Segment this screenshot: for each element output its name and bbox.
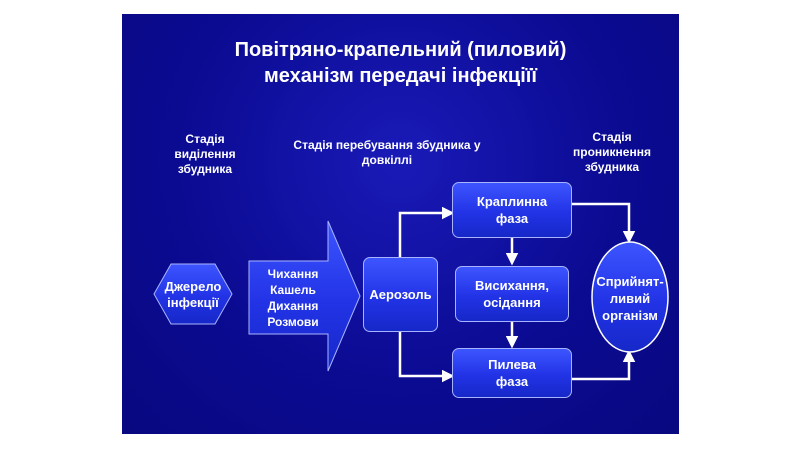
organism-ellipse	[591, 241, 669, 353]
stage-environment-line-1: Стадія перебування збудника у	[293, 138, 481, 152]
source-line-1: Джерело	[164, 279, 222, 294]
dust-phase-box: Пилева фаза	[452, 348, 572, 398]
drying-line-1: Висихання,	[475, 278, 549, 293]
drying-box: Висихання, осідання	[455, 266, 569, 322]
actions-list: Чихання Кашель Дихання Розмови	[257, 262, 329, 334]
stage-release-line-1: Стадія	[185, 132, 225, 146]
droplet-line-2: фаза	[495, 211, 529, 226]
organism-line-2: ливий	[609, 290, 651, 306]
stage-penetration: Стадія проникнення збудника	[557, 130, 667, 175]
organism-label: Сприйнят- ливий організм	[592, 266, 668, 330]
action-sneezing: Чихання	[267, 267, 319, 281]
connector-aerosol-to-dust	[398, 332, 455, 383]
stage-penetration-line-2: проникнення	[573, 145, 651, 159]
source-line-2: інфекції	[167, 295, 219, 310]
stage-release-line-3: збудника	[177, 162, 233, 176]
droplet-phase-box: Краплинна фаза	[452, 182, 572, 238]
action-coughing: Кашель	[270, 283, 316, 297]
source-hexagon	[153, 263, 233, 325]
stage-environment-line-2: довкіллі	[361, 153, 413, 167]
aerosol-label: Аерозоль	[369, 287, 432, 302]
organism-line-1: Сприйнят-	[596, 273, 664, 289]
source-label: Джерело інфекції	[154, 272, 232, 318]
stage-penetration-line-3: збудника	[584, 160, 640, 174]
dust-line-1: Пилева	[488, 357, 536, 372]
stage-environment: Стадія перебування збудника у довкіллі	[267, 138, 507, 168]
title-line-1: Повітряно-крапельний (пиловий)	[234, 39, 567, 61]
diagram-graphics	[153, 202, 669, 383]
stage-penetration-line-1: Стадія	[592, 130, 632, 144]
title-line-2: механізм передачі інфекціїї	[263, 65, 538, 87]
aerosol-box: Аерозоль	[363, 257, 438, 332]
stage-release: Стадія виділення збудника	[150, 132, 260, 177]
actions-arrow	[248, 220, 361, 372]
dust-line-2: фаза	[495, 374, 529, 389]
action-breathing: Дихання	[267, 299, 319, 313]
action-talking: Розмови	[267, 315, 319, 329]
connector-aerosol-to-droplet	[398, 206, 455, 257]
connector-dust-to-organism	[572, 349, 636, 381]
organism-line-3: організм	[602, 307, 658, 323]
slide: Повітряно-крапельний (пиловий) механізм …	[122, 14, 679, 434]
drying-line-2: осідання	[483, 295, 541, 310]
stage-release-line-2: виділення	[174, 147, 236, 161]
droplet-line-1: Краплинна	[476, 194, 548, 209]
connector-droplet-to-organism	[572, 202, 636, 244]
